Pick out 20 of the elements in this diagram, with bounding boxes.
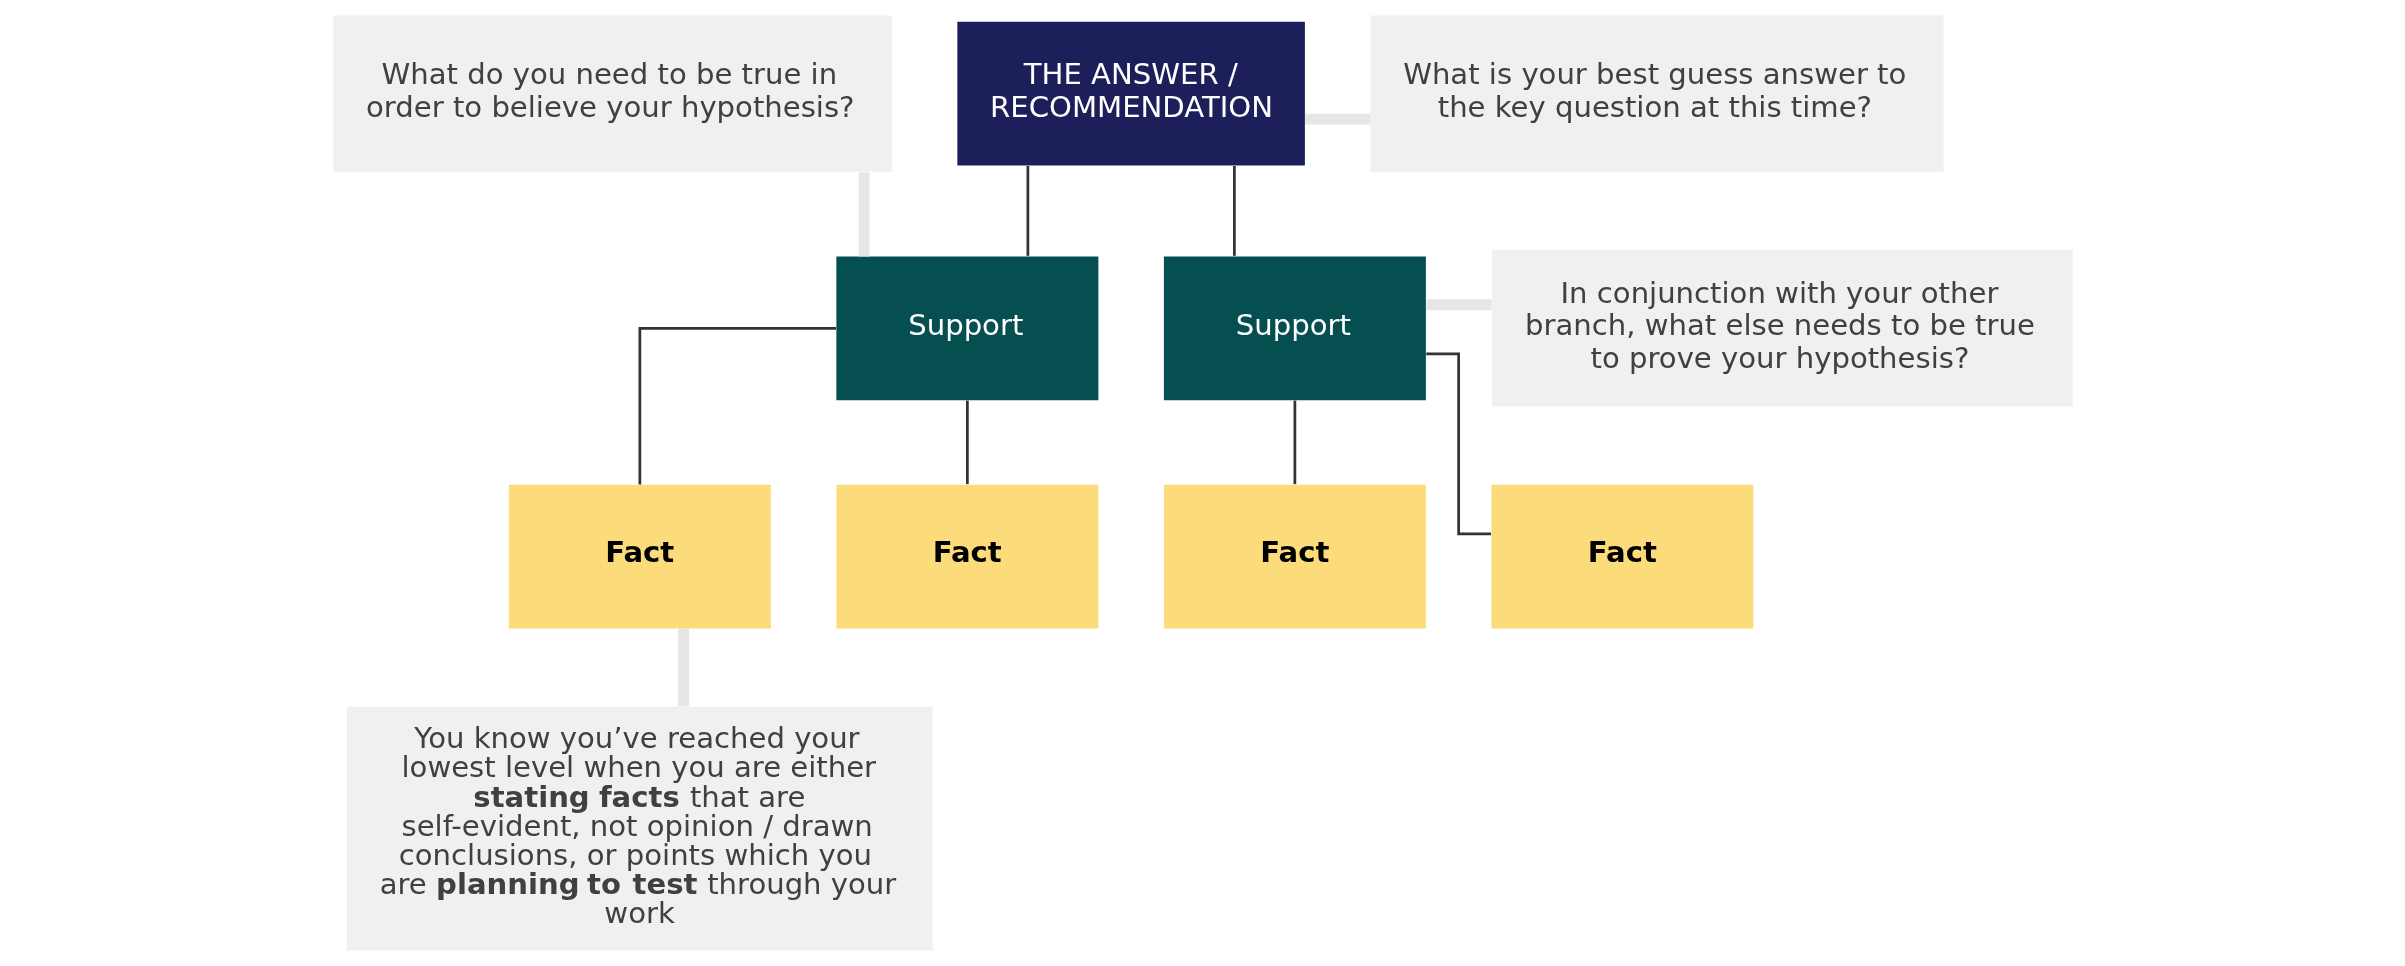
node-box: Fact — [1490, 484, 1753, 629]
node-box: What do you need to be true in order to believe your hypothesis? — [332, 15, 892, 172]
connector — [1026, 165, 1029, 256]
node-box: Support — [1163, 256, 1426, 401]
node-box: Fact — [508, 484, 771, 629]
node-box: Fact — [1163, 484, 1426, 629]
connector — [1425, 299, 1492, 311]
node-box: In conjunction with your other branch, what else needs to be true to prove your hypothesis? — [1491, 250, 2073, 407]
connector — [858, 172, 870, 257]
node-box: What is your best guess answer to the key question at this time? — [1369, 15, 1944, 172]
connector — [1293, 400, 1296, 485]
node-box: Fact — [835, 484, 1098, 629]
connector — [1304, 113, 1370, 125]
connector — [965, 400, 969, 485]
node-box: THE ANSWER / RECOMMENDATION — [956, 21, 1305, 166]
connector — [638, 326, 836, 485]
connector — [677, 628, 689, 707]
node-box: You know you’ve reached your lowest level when you are either stating facts that are self-evident, not opinion / drawn conclusions, or points which you are planning to test through your work — [346, 706, 933, 951]
node-box: Support — [835, 256, 1098, 401]
connector — [1232, 165, 1236, 256]
